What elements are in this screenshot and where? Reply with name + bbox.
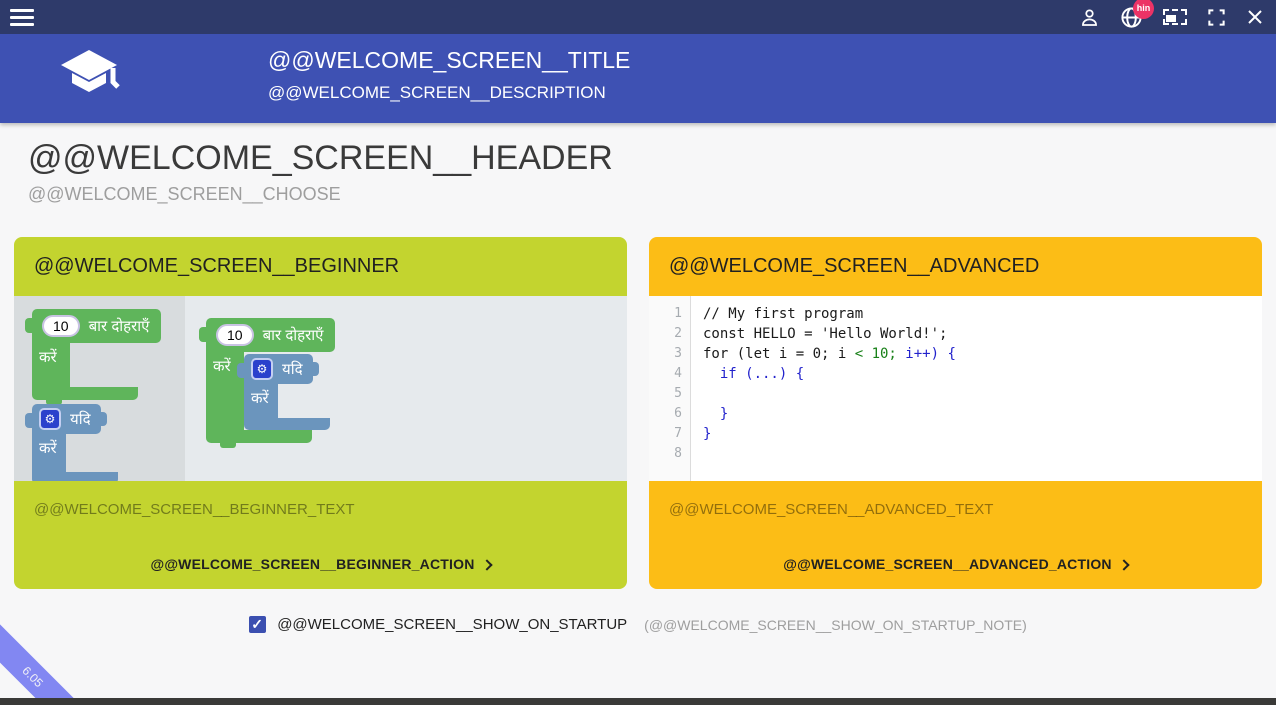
blockly-toolbox: 10 बार दोहराएँ करें ⚙ यदि [14,296,185,481]
beginner-action-button[interactable]: @@WELCOME_SCREEN__BEGINNER_ACTION [14,556,627,572]
welcome-description: @@WELCOME_SCREEN__DESCRIPTION [268,83,606,102]
gear-icon: ⚙ [251,358,273,380]
chevron-right-icon [1118,558,1130,571]
advanced-card-title: @@WELCOME_SCREEN__ADVANCED [669,255,1040,277]
topbar: hin [0,0,1276,34]
language-globe-icon[interactable]: hin [1120,0,1154,29]
bottom-bar [0,698,1276,705]
beginner-card-title: @@WELCOME_SCREEN__BEGINNER [34,255,400,277]
show-on-startup-checkbox[interactable] [249,616,267,633]
startup-row: @@WELCOME_SCREEN__SHOW_ON_STARTUP (@@WEL… [0,616,1276,633]
menu-icon[interactable] [10,7,36,27]
beginner-card-preview: 10 बार दोहराएँ करें ⚙ यदि [14,296,627,481]
advanced-card-text: @@WELCOME_SCREEN__ADVANCED_TEXT [669,501,994,518]
blockly-repeat-block: 10 बार दोहराएँ करें [24,309,162,405]
gear-icon: ⚙ [39,408,61,430]
show-on-startup-note: (@@WELCOME_SCREEN__SHOW_ON_STARTUP_NOTE) [644,616,1027,633]
beginner-card-text: @@WELCOME_SCREEN__BEGINNER_TEXT [34,501,355,518]
user-icon[interactable] [1079,7,1100,28]
version-label: 6.05 [19,663,47,690]
chevron-right-icon [480,558,493,571]
show-on-startup-label: @@WELCOME_SCREEN__SHOW_ON_STARTUP [277,616,628,633]
blockly-if-block: ⚙ यदि करें [25,404,118,481]
blockly-workspace: 10 बार दोहराएँ करें ⚙ यदि [185,296,627,481]
advanced-action-button[interactable]: @@WELCOME_SCREEN__ADVANCED_ACTION [649,556,1262,572]
fullscreen-icon[interactable] [1207,8,1226,27]
beginner-card[interactable]: @@WELCOME_SCREEN__BEGINNER 10 बार दोहराए… [14,237,627,589]
graduation-cap-icon [58,48,122,113]
version-ribbon: 6.05 [0,575,130,705]
welcome-title: @@WELCOME_SCREEN__TITLE [268,47,631,73]
sim-view-icon[interactable] [1163,9,1187,25]
repeat-count-field: 10 [216,324,254,346]
choose-subtitle: @@WELCOME_SCREEN__CHOOSE [28,184,341,204]
page-title: @@WELCOME_SCREEN__HEADER [28,139,613,177]
blockly-repeat-if-block: 10 बार दोहराएँ करें ⚙ यदि [198,318,336,448]
app-header: @@WELCOME_SCREEN__TITLE @@WELCOME_SCREEN… [0,34,1276,123]
close-icon[interactable] [1246,8,1264,26]
repeat-count-field: 10 [42,315,80,337]
language-badge: hin [1133,0,1154,19]
